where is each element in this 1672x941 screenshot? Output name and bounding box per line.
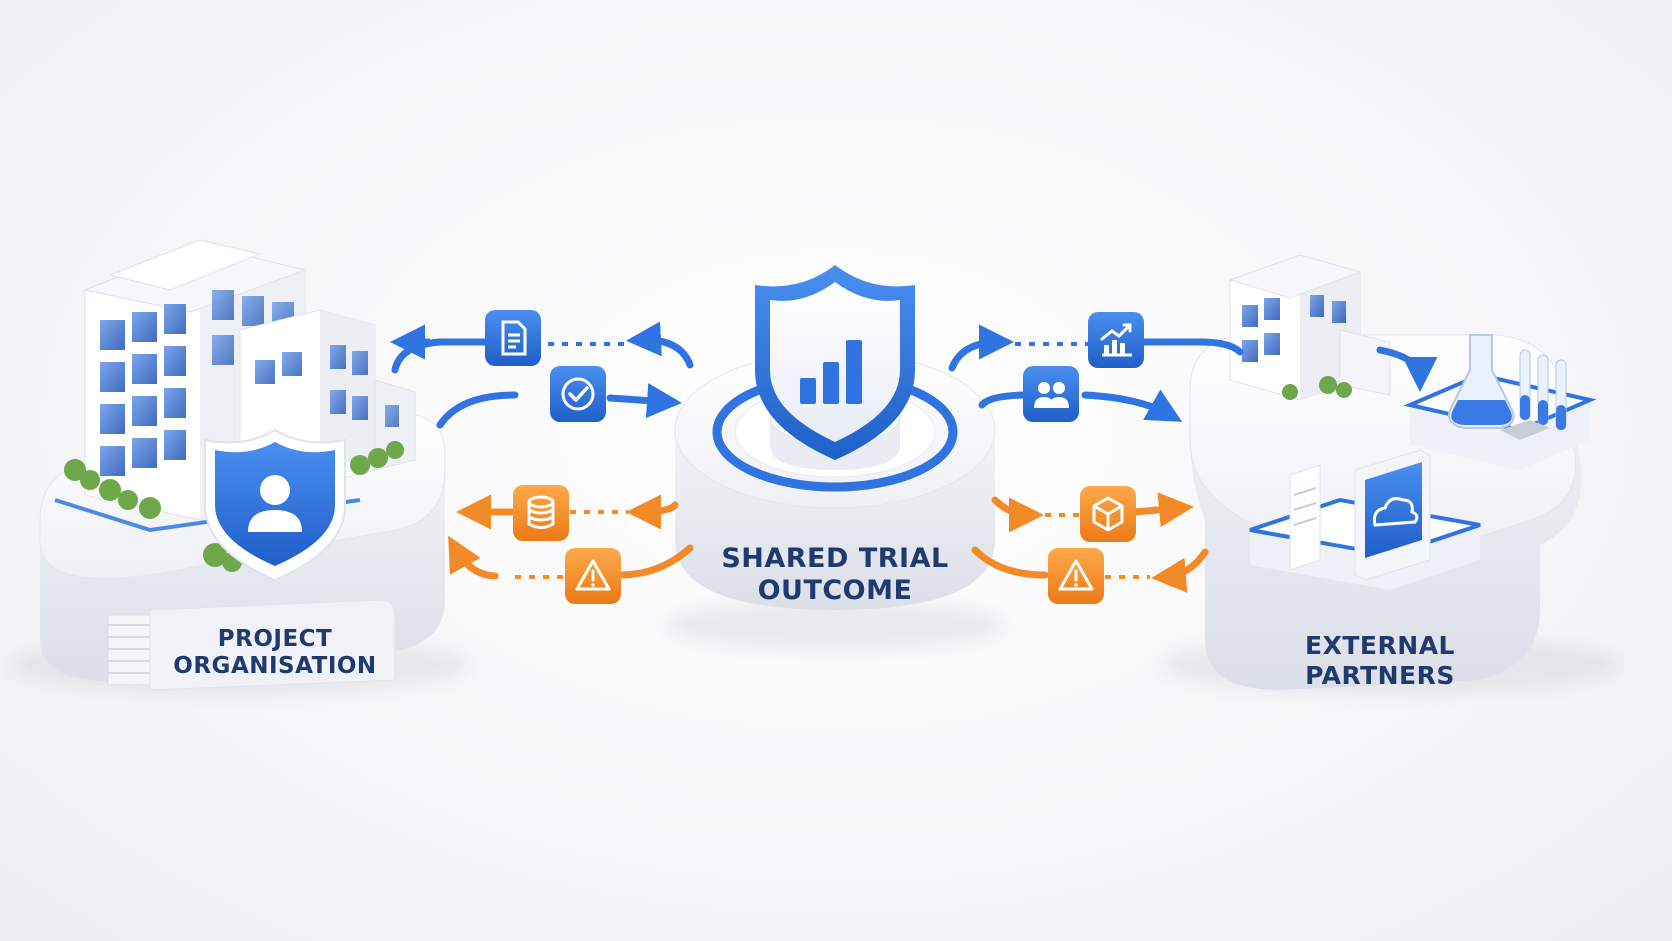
project-organisation-label: PROJECT ORGANISATION [160, 626, 390, 680]
checkmark-icon [550, 366, 606, 422]
server-cloud-icon [1249, 449, 1481, 590]
user-shield-icon [204, 428, 346, 582]
database-icon [513, 485, 569, 541]
shared-trial-outcome-node [674, 265, 996, 610]
document-icon [485, 310, 541, 366]
label-line: SHARED TRIAL [721, 543, 949, 574]
label-line: PROJECT [217, 626, 333, 652]
stairs-icon [107, 614, 154, 686]
warning-icon [565, 548, 621, 604]
package-icon [1080, 486, 1136, 542]
warning-icon [1048, 548, 1104, 604]
partner-building-icon [1228, 254, 1391, 401]
external-partners-node [1189, 254, 1597, 690]
shared-trial-outcome-label: SHARED TRIAL OUTCOME [710, 543, 960, 607]
growth-chart-icon [1088, 312, 1144, 368]
chart-shield-icon [755, 265, 915, 460]
label-line: ORGANISATION [173, 653, 377, 680]
external-partners-label: EXTERNAL PARTNERS [1250, 631, 1510, 690]
left-flows [390, 321, 694, 580]
label-line: PARTNERS [1305, 660, 1455, 690]
people-icon [1023, 366, 1079, 422]
project-organisation-node [39, 239, 446, 691]
right-flows [948, 324, 1438, 593]
label-line: OUTCOME [757, 574, 913, 606]
tree-icons [64, 441, 404, 572]
label-line: EXTERNAL [1305, 631, 1455, 660]
lab-flask-icon [1403, 334, 1597, 470]
